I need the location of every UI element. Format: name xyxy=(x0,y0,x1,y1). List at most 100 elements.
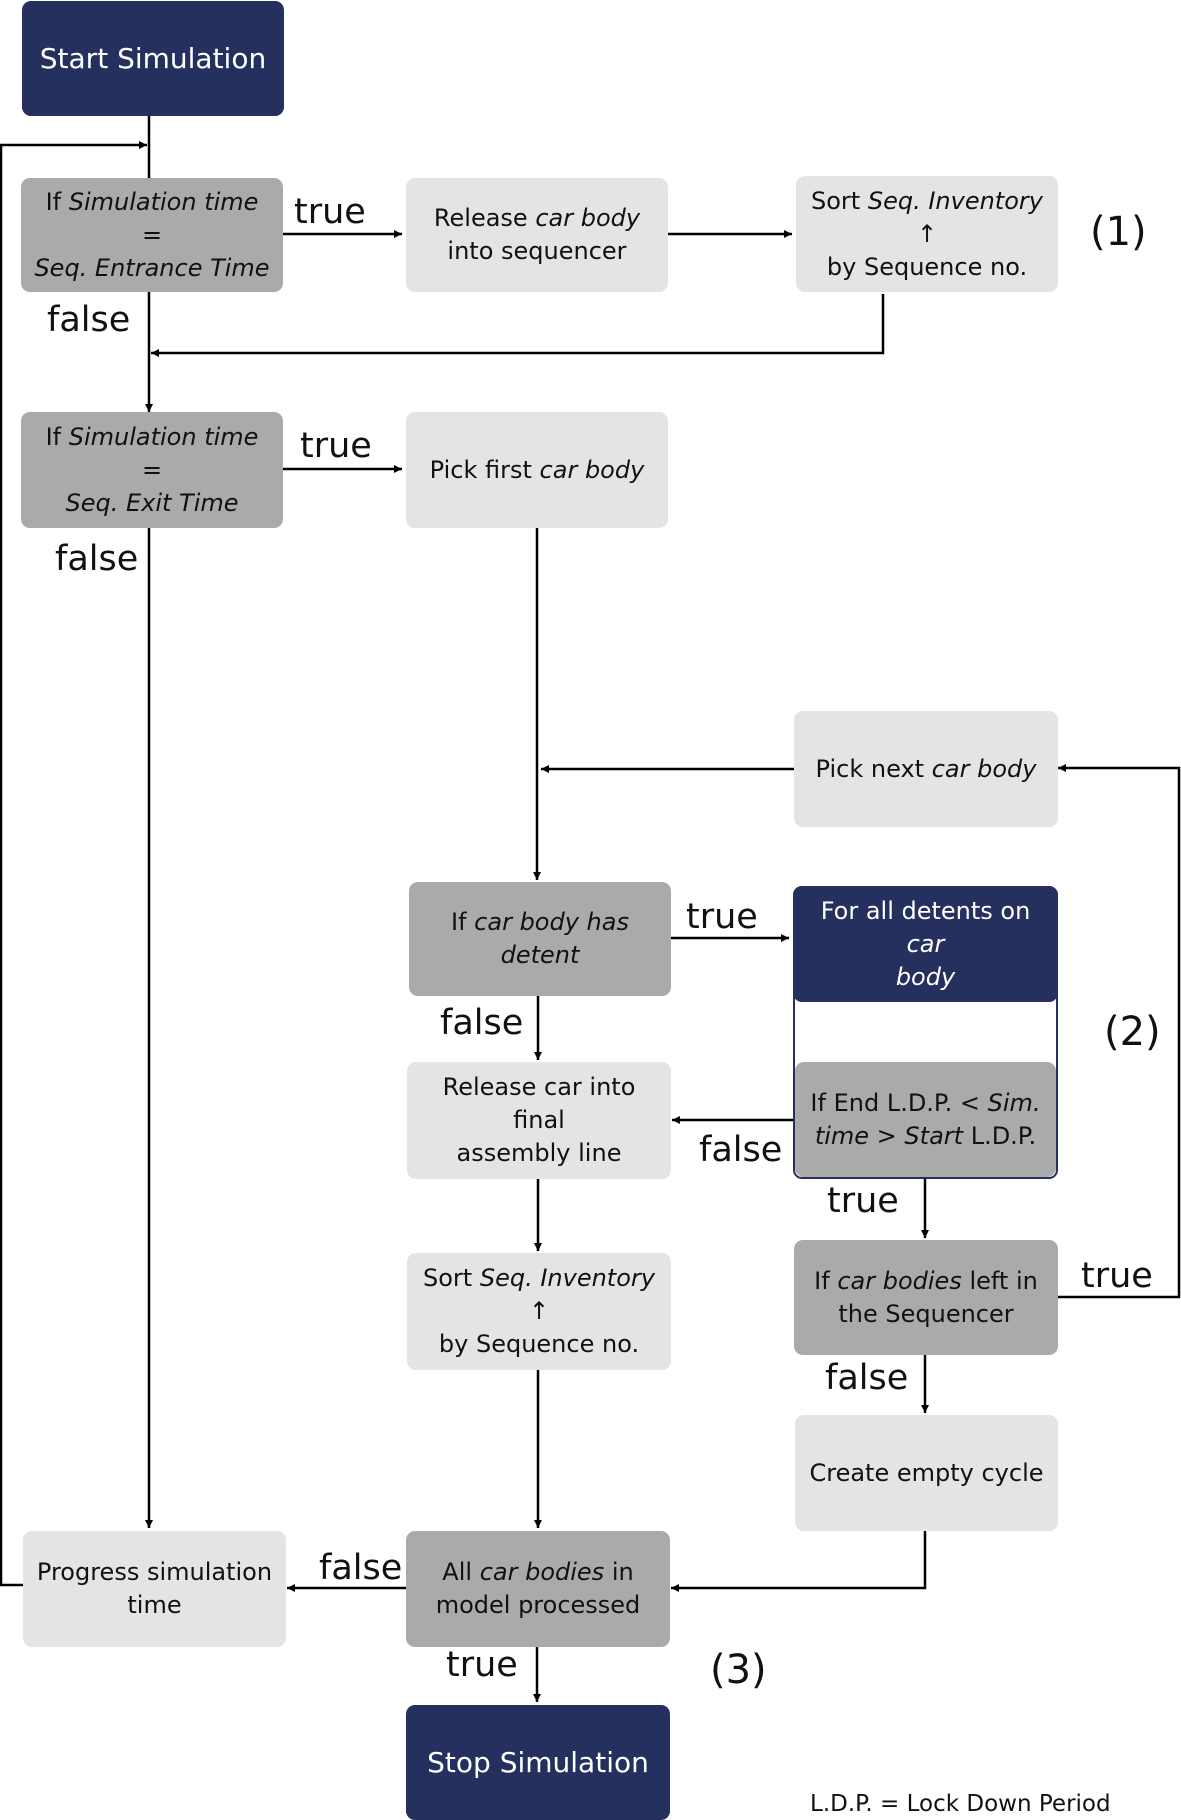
text-part: All xyxy=(442,1558,480,1586)
detent-condition-text: If car body has detent xyxy=(451,906,629,972)
edge-empty-to-all xyxy=(671,1531,927,1592)
release-body-node: Release car body into sequencer xyxy=(406,178,668,292)
text-part: Release car into final xyxy=(442,1073,636,1134)
exit-condition-text: If Simulation time = Seq. Exit Time xyxy=(33,421,271,520)
text-part: = xyxy=(141,455,163,484)
up-arrow-icon: ↑ xyxy=(528,1297,550,1325)
text-part-italic: Simulation time xyxy=(68,422,259,451)
text-part: L.D.P. xyxy=(963,1121,1037,1150)
text-part-italic: Sim. xyxy=(987,1088,1041,1117)
ldp-condition-text: If End L.D.P. < Sim. time > Start L.D.P. xyxy=(810,1087,1040,1153)
edge-left-true xyxy=(1058,764,1181,1299)
text-part: Pick next xyxy=(815,754,932,783)
text-part: Sort xyxy=(423,1264,480,1292)
text-part: If xyxy=(451,908,475,936)
text-part-italic: body xyxy=(895,962,956,991)
text-part: by Sequence no. xyxy=(826,252,1028,281)
all-processed-condition-node: All car bodies in model processed xyxy=(406,1531,670,1647)
edge-label-all-false: false xyxy=(319,1548,403,1588)
pick-next-node: Pick next car body xyxy=(794,711,1058,827)
text-part: Pick first xyxy=(429,455,540,484)
start-node: Start Simulation xyxy=(22,1,284,116)
pick-first-text: Pick first car body xyxy=(430,454,645,487)
text-part-italic: car body xyxy=(539,455,645,484)
text-part-italic: Simulation time xyxy=(68,187,259,216)
text-part-italic: car xyxy=(906,929,945,958)
edge-label-ldp-true: true xyxy=(827,1181,899,1221)
stop-label: Stop Simulation xyxy=(427,1746,649,1779)
edge-label-all-true: true xyxy=(446,1645,518,1685)
start-label: Start Simulation xyxy=(39,42,267,75)
bodies-left-condition-text: If car bodies left in the Sequencer xyxy=(814,1265,1038,1331)
edge-label-entrance-false: false xyxy=(47,300,131,340)
text-part: If xyxy=(45,422,69,451)
text-part: Release xyxy=(433,204,536,232)
edge-label-exit-false: false xyxy=(55,539,139,579)
edge-label-ldp-false: false xyxy=(699,1130,783,1170)
ldp-condition-node: If End L.D.P. < Sim. time > Start L.D.P. xyxy=(795,1062,1056,1177)
text-part-italic: Seq. Inventory xyxy=(479,1264,655,1292)
text-part-italic: Seq. Entrance Time xyxy=(34,253,270,282)
sort-inventory-text-2: Sort Seq. Inventory ↑ by Sequence no. xyxy=(419,1262,659,1361)
edge-label-entrance-true: true xyxy=(294,192,366,232)
text-part: by Sequence no. xyxy=(438,1330,640,1358)
section-marker-1: (1) xyxy=(1090,209,1147,255)
text-part-italic: car bodies xyxy=(837,1266,962,1295)
edge-sort-return xyxy=(151,294,885,357)
progress-time-node: Progress simulation time xyxy=(23,1531,286,1647)
text-part: assembly line xyxy=(456,1139,622,1167)
text-part: Sort xyxy=(811,186,868,215)
empty-cycle-node: Create empty cycle xyxy=(795,1415,1058,1531)
pick-first-node: Pick first car body xyxy=(406,412,668,528)
text-part-italic: detent xyxy=(500,941,580,969)
text-part: If End L.D.P. < xyxy=(810,1088,988,1117)
text-part: If xyxy=(45,187,69,216)
up-arrow-icon: ↑ xyxy=(916,219,938,248)
text-part: model processed xyxy=(435,1591,641,1619)
text-part: Progress simulation xyxy=(36,1558,273,1586)
sort-inventory-text-1: Sort Seq. Inventory ↑ by Sequence no. xyxy=(808,185,1046,284)
text-part: time xyxy=(127,1591,182,1619)
section-marker-2: (2) xyxy=(1104,1009,1161,1055)
edge-label-exit-true: true xyxy=(300,426,372,466)
pick-next-text: Pick next car body xyxy=(816,753,1037,786)
release-body-text: Release car body into sequencer xyxy=(434,202,640,268)
entrance-condition-text: If Simulation time = Seq. Entrance Time xyxy=(33,186,271,285)
text-part-italic: Seq. Exit Time xyxy=(65,488,239,517)
release-final-text: Release car into final assembly line xyxy=(419,1071,659,1170)
text-part: If xyxy=(814,1266,838,1295)
edge-label-left-true: true xyxy=(1081,1256,1153,1296)
edge-label-detent-true: true xyxy=(686,897,758,937)
edge-label-left-false: false xyxy=(825,1358,909,1398)
text-part: the Sequencer xyxy=(838,1299,1014,1328)
text-part: in xyxy=(604,1558,634,1586)
for-all-detents-text: For all detents on car body xyxy=(805,895,1046,994)
all-processed-condition-text: All car bodies in model processed xyxy=(436,1556,641,1622)
detent-condition-node: If car body has detent xyxy=(409,882,671,996)
text-part-italic: Seq. Inventory xyxy=(867,186,1043,215)
text-part-italic: Start xyxy=(904,1121,964,1150)
edge-loop-back xyxy=(0,141,147,1587)
text-part: into sequencer xyxy=(447,237,627,265)
text-part-italic: car body has xyxy=(474,908,629,936)
text-part-italic: car body xyxy=(931,754,1037,783)
sort-inventory-node-2: Sort Seq. Inventory ↑ by Sequence no. xyxy=(407,1253,671,1370)
for-all-detents-node: For all detents on car body xyxy=(793,886,1058,1002)
text-part: = xyxy=(141,220,163,249)
text-part-italic: car body xyxy=(535,204,641,232)
text-part: For all detents on xyxy=(820,896,1031,925)
section-marker-3: (3) xyxy=(710,1647,767,1693)
text-part: > xyxy=(869,1121,905,1150)
entrance-condition-node: If Simulation time = Seq. Entrance Time xyxy=(21,178,283,292)
text-part-italic: time xyxy=(814,1121,870,1150)
stop-node: Stop Simulation xyxy=(406,1705,670,1820)
exit-condition-node: If Simulation time = Seq. Exit Time xyxy=(21,412,283,528)
text-part: left in xyxy=(961,1266,1038,1295)
empty-cycle-text: Create empty cycle xyxy=(809,1458,1044,1487)
text-part-italic: car bodies xyxy=(479,1558,605,1586)
sort-inventory-node-1: Sort Seq. Inventory ↑ by Sequence no. xyxy=(796,176,1058,292)
release-final-node: Release car into final assembly line xyxy=(407,1062,671,1179)
progress-time-text: Progress simulation time xyxy=(37,1556,272,1622)
